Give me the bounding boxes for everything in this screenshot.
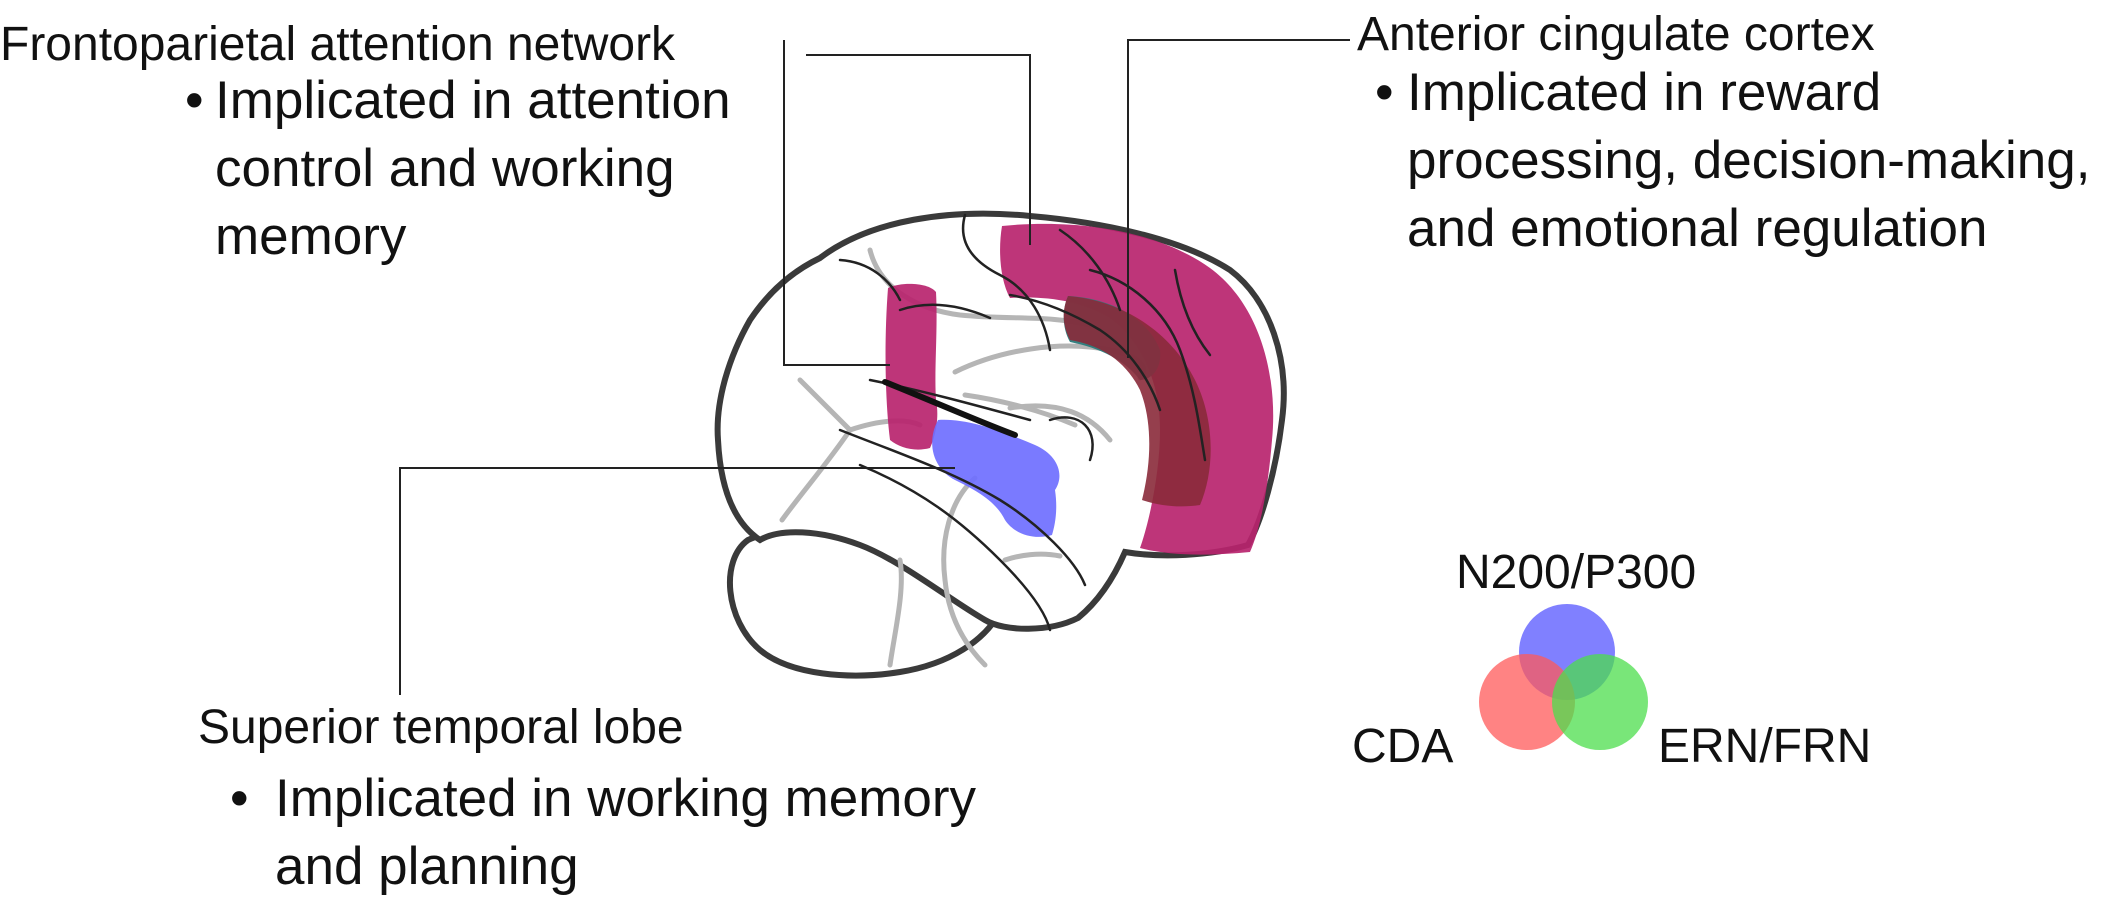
superior-temporal-bullet-line-2: and planning [275, 837, 579, 896]
venn-circle-ern-frn [1552, 654, 1648, 750]
superior-temporal-bullet-symbol: • [230, 769, 249, 828]
superior-temporal-label-group: Superior temporal lobe • Implicated in w… [198, 701, 977, 896]
anterior-cingulate-label-group: Anterior cingulate cortex • Implicated i… [1357, 8, 2090, 258]
cingulate-overlap-patch [1063, 296, 1211, 507]
frontoparietal-bullet-line-1: Implicated in attention [215, 71, 731, 130]
frontoparietal-bullet-line-3: memory [215, 207, 407, 266]
venn-diagram: N200/P300 CDA ERN/FRN [1352, 546, 1871, 773]
gray-sulci [779, 247, 1147, 668]
venn-label-ern-frn: ERN/FRN [1658, 720, 1871, 773]
frontoparietal-parietal-patch [885, 283, 938, 450]
venn-label-cda: CDA [1352, 720, 1453, 773]
superior-temporal-bullet-line-1: Implicated in working memory [275, 769, 977, 828]
frontoparietal-leader [806, 54, 1031, 245]
anterior-cingulate-bullet-line-3: and emotional regulation [1407, 199, 1987, 258]
superior-temporal-title: Superior temporal lobe [198, 701, 684, 754]
frontoparietal-label-group: Frontoparietal attention network • Impli… [0, 18, 731, 266]
anterior-cingulate-bullet-symbol: • [1375, 63, 1394, 122]
superior-temporal-leader [399, 467, 955, 695]
region-frontoparietal-areas [885, 223, 1274, 555]
venn-circle-cda [1479, 654, 1575, 750]
leader-lines [399, 39, 1350, 695]
anterior-cingulate-title: Anterior cingulate cortex [1357, 8, 1875, 61]
anterior-cingulate-bullet-line-2: processing, decision-making, [1407, 131, 2090, 190]
anterior-cingulate-leader [1127, 39, 1350, 358]
frontoparietal-title: Frontoparietal attention network [0, 18, 676, 71]
venn-label-n200-p300: N200/P300 [1456, 546, 1696, 599]
superior-temporal-patch [932, 419, 1060, 537]
brain [714, 210, 1287, 679]
frontoparietal-leader-2 [783, 40, 890, 366]
frontoparietal-bullet-line-2: control and working [215, 139, 675, 198]
anterior-cingulate-bullet-line-1: Implicated in reward [1407, 63, 1881, 122]
central-sulcus-dark [882, 379, 1018, 438]
frontoparietal-bullet-symbol: • [185, 71, 204, 130]
